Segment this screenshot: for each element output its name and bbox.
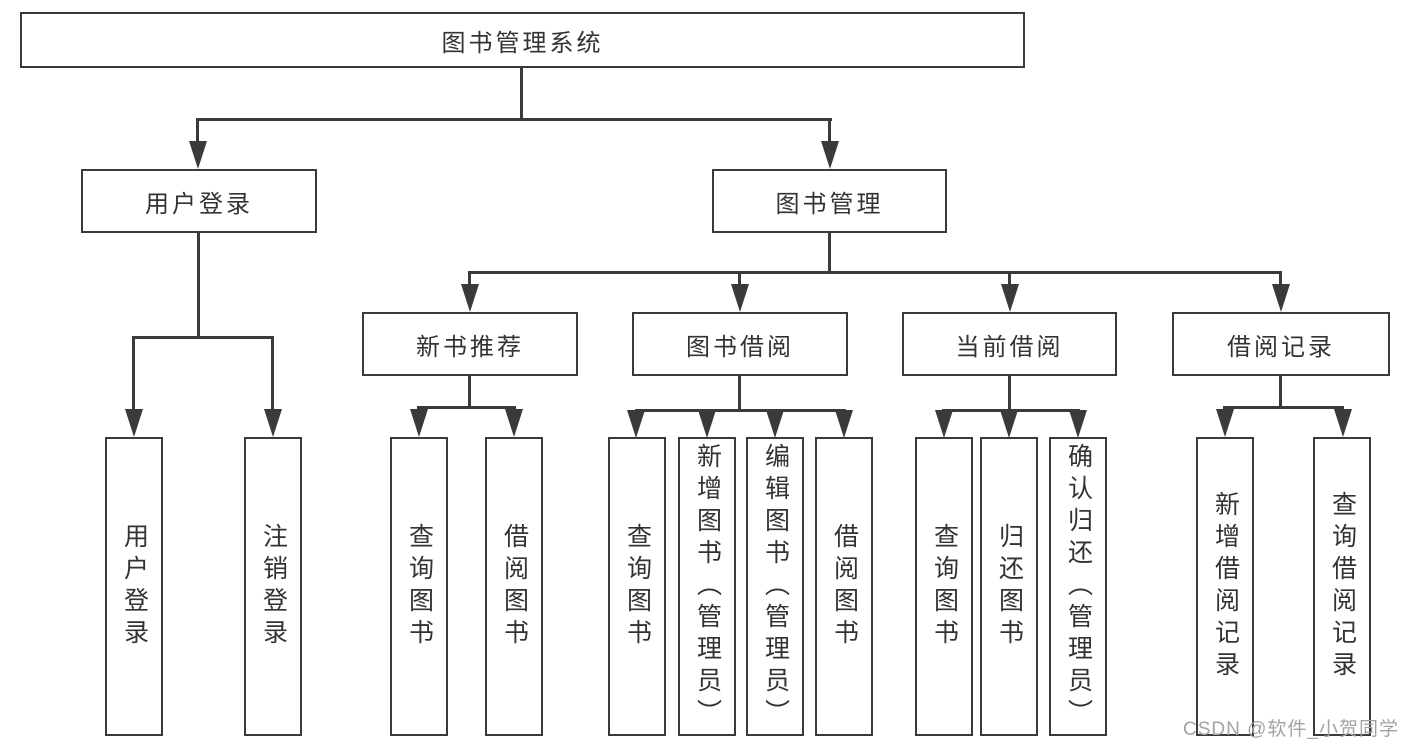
arrow-query-books-borrow xyxy=(627,410,645,438)
edge-user-login-rail xyxy=(132,336,274,339)
arrow-book-borrowing xyxy=(731,284,749,312)
arrow-current-borrowing xyxy=(1001,284,1019,312)
leaf-query-borrow-record: 查询借阅记录 xyxy=(1313,437,1371,736)
node-user-login: 用户登录 xyxy=(81,169,317,233)
arrow-borrowing-records xyxy=(1272,284,1290,312)
edge-drop-current-borrowing xyxy=(1008,271,1011,286)
node-borrowing-records: 借阅记录 xyxy=(1172,312,1390,376)
arrow-confirm-return-admin xyxy=(1069,410,1087,438)
leaf-edit-book-admin: 编辑图书（管理员） xyxy=(746,437,804,736)
node-current-borrowing: 当前借阅 xyxy=(902,312,1117,376)
edge-book-mgmt-rail xyxy=(468,271,1282,274)
leaf-add-borrow-record: 新增借阅记录 xyxy=(1196,437,1254,736)
edge-records-stem xyxy=(1279,376,1282,409)
edge-book-mgmt-stem xyxy=(828,233,831,274)
arrow-edit-book-admin xyxy=(766,410,784,438)
edge-root-drop-book-mgmt xyxy=(828,118,831,144)
edge-root-stem xyxy=(520,68,523,121)
edge-drop-leaf-logout xyxy=(271,336,274,411)
arrow-user-login xyxy=(189,141,207,169)
edge-drop-leaf-user-login xyxy=(132,336,135,411)
arrow-borrow-books-recommend xyxy=(505,409,523,437)
arrow-add-borrow-record xyxy=(1216,409,1234,437)
arrow-borrow-books-borrow xyxy=(835,410,853,438)
edge-new-book-stem xyxy=(468,376,471,409)
node-book-borrowing: 图书借阅 xyxy=(632,312,848,376)
arrow-query-books-recommend xyxy=(410,409,428,437)
leaf-borrow-books-borrow: 借阅图书 xyxy=(815,437,873,736)
watermark: CSDN @软件_小贺同学 xyxy=(1183,719,1399,740)
edge-drop-book-borrowing xyxy=(738,271,741,286)
arrow-query-borrow-record xyxy=(1334,409,1352,437)
edge-root-drop-user-login xyxy=(196,118,199,144)
leaf-query-books-recommend: 查询图书 xyxy=(390,437,448,736)
arrow-query-books-current xyxy=(935,410,953,438)
edge-book-borrow-stem xyxy=(738,376,741,412)
leaf-borrow-books-recommend: 借阅图书 xyxy=(485,437,543,736)
edge-root-rail xyxy=(196,118,832,121)
leaf-return-book: 归还图书 xyxy=(980,437,1038,736)
edge-book-borrow-rail xyxy=(635,409,846,412)
arrow-return-book xyxy=(1000,410,1018,438)
edge-records-rail xyxy=(1223,406,1344,409)
node-book-management: 图书管理 xyxy=(712,169,947,233)
node-library-system: 图书管理系统 xyxy=(20,12,1025,68)
leaf-query-books-current: 查询图书 xyxy=(915,437,973,736)
edge-current-borrow-stem xyxy=(1008,376,1011,412)
edge-user-login-stem xyxy=(197,233,200,339)
leaf-logout: 注销登录 xyxy=(244,437,302,736)
leaf-query-books-borrow: 查询图书 xyxy=(608,437,666,736)
leaf-add-book-admin: 新增图书（管理员） xyxy=(678,437,736,736)
arrow-book-mgmt xyxy=(821,141,839,169)
arrow-leaf-logout xyxy=(264,409,282,437)
arrow-new-book-recommend xyxy=(461,284,479,312)
arrow-leaf-user-login xyxy=(125,409,143,437)
leaf-user-login: 用户登录 xyxy=(105,437,163,736)
leaf-confirm-return-admin: 确认归还（管理员） xyxy=(1049,437,1107,736)
edge-new-book-rail xyxy=(417,406,516,409)
edge-drop-new-book-recommend xyxy=(468,271,471,286)
arrow-add-book-admin xyxy=(698,410,716,438)
node-new-book-recommend: 新书推荐 xyxy=(362,312,578,376)
edge-drop-borrowing-records xyxy=(1279,271,1282,286)
